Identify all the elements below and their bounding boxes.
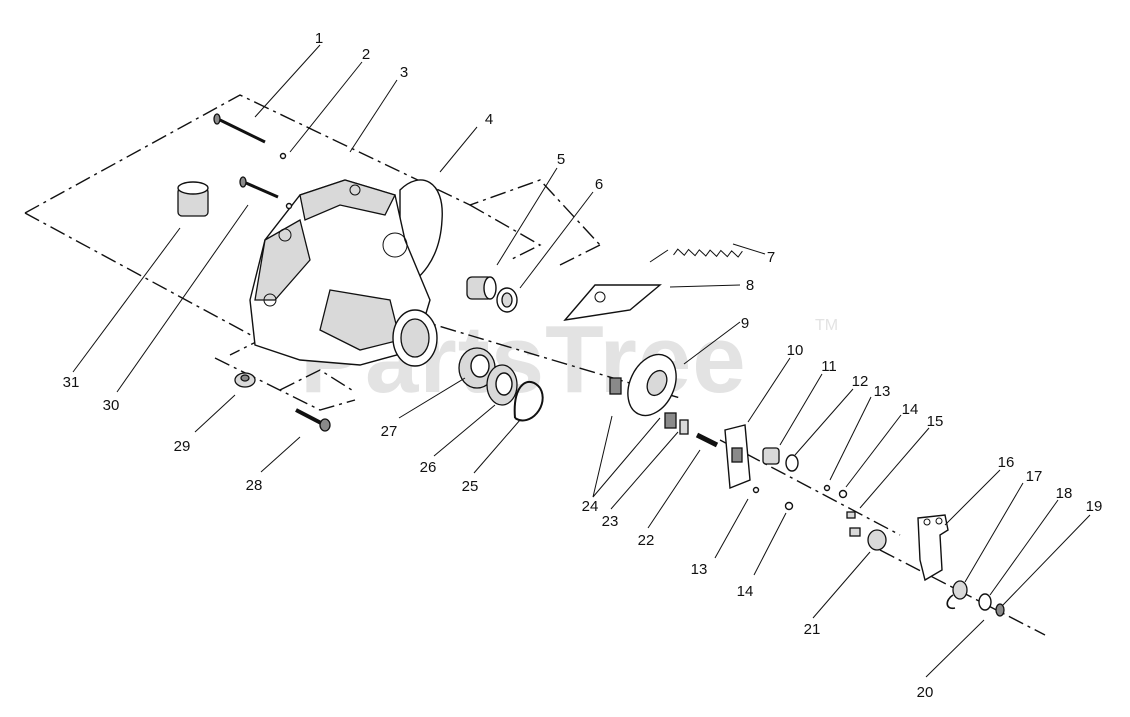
callout-25: 25 <box>462 478 479 495</box>
callout-1: 1 <box>315 30 323 47</box>
callout-30: 30 <box>103 397 120 414</box>
shim <box>679 419 689 435</box>
callout-23: 23 <box>602 513 619 530</box>
return-spring <box>946 580 968 610</box>
callout-19: 19 <box>1086 498 1103 515</box>
callout-26: 26 <box>420 459 437 476</box>
small-washer-a <box>823 484 831 492</box>
callout-31: 31 <box>63 374 80 391</box>
nut <box>234 372 256 388</box>
throttle-lever <box>724 424 751 490</box>
pivot-pin <box>695 432 719 448</box>
needle-bearing <box>466 276 497 300</box>
screw-short <box>239 176 293 210</box>
callout-12: 12 <box>852 373 869 390</box>
callout-17: 17 <box>1026 468 1043 485</box>
callout-13-lower: 13 <box>691 561 708 578</box>
callout-27: 27 <box>381 423 398 440</box>
mounting-bracket <box>917 514 949 582</box>
screw-long <box>213 113 287 160</box>
callout-13-upper: 13 <box>874 383 891 400</box>
torsion-spring <box>849 527 887 551</box>
callout-14-lower: 14 <box>737 583 754 600</box>
callout-10: 10 <box>787 342 804 359</box>
callout-5: 5 <box>557 151 565 168</box>
sleeve <box>762 447 780 465</box>
e-clip <box>995 603 1005 617</box>
bushing <box>177 181 209 217</box>
callout-20: 20 <box>917 684 934 701</box>
leader-lines <box>72 44 1091 678</box>
seal-ring <box>496 287 518 313</box>
lock-washer-b <box>784 501 794 511</box>
tension-spring <box>649 248 743 263</box>
clutch-disc <box>627 353 677 417</box>
callout-29: 29 <box>174 438 191 455</box>
washer <box>978 593 992 611</box>
callout-3: 3 <box>400 64 408 81</box>
crankcase-housing <box>249 179 443 367</box>
callout-15: 15 <box>927 413 944 430</box>
spacer <box>846 511 856 519</box>
small-washer-b <box>752 486 760 494</box>
watermark-trademark: TM <box>815 317 838 334</box>
callout-22: 22 <box>638 532 655 549</box>
callout-11: 11 <box>821 358 837 375</box>
retaining-clip <box>513 381 544 422</box>
callout-labels: 1 2 3 4 5 6 7 8 9 10 11 12 13 14 15 16 1… <box>63 30 1103 701</box>
bolt <box>295 408 331 432</box>
callout-6: 6 <box>595 176 603 193</box>
callout-21: 21 <box>804 621 821 638</box>
callout-8: 8 <box>746 277 754 294</box>
lock-washer-a <box>838 489 848 499</box>
callout-9: 9 <box>741 315 749 332</box>
callout-24: 24 <box>582 498 599 515</box>
flat-washer <box>785 454 799 472</box>
bracket-plate <box>563 284 662 321</box>
callout-18: 18 <box>1056 485 1073 502</box>
callout-14-upper: 14 <box>902 401 919 418</box>
callout-2: 2 <box>362 46 370 63</box>
callout-16: 16 <box>998 454 1015 471</box>
washer-ring <box>486 364 518 406</box>
callout-4: 4 <box>485 111 493 128</box>
key-block <box>609 377 677 429</box>
callout-7: 7 <box>767 249 775 266</box>
callout-28: 28 <box>246 477 263 494</box>
